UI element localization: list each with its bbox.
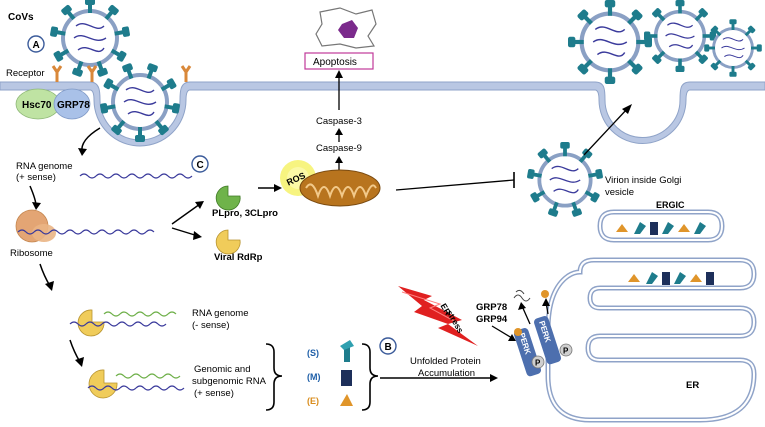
m-protein-icon (341, 370, 352, 386)
panel-c-badge: C (191, 155, 209, 173)
released-virion-2 (644, 0, 716, 72)
ribosome-icon (15, 209, 56, 243)
grp78-chaperone-label: GRP78 (476, 302, 507, 313)
released-chaperone-icon (513, 289, 531, 302)
rna-genome-minus-label-2: (- sense) (192, 320, 229, 331)
panel-b-badge: B (379, 337, 397, 355)
svg-text:A: A (33, 40, 40, 51)
rna-strand-minus-blue (69, 321, 167, 327)
rna-genome-plus-label-2: (+ sense) (16, 172, 56, 183)
apoptotic-cell-icon (315, 7, 377, 49)
grp78-bound-icon (514, 290, 549, 336)
e-protein-icon (340, 394, 353, 406)
genomic-label-3: (+ sense) (194, 388, 234, 399)
svg-text:B: B (385, 342, 392, 353)
rna-strand-minus-green (103, 311, 177, 317)
rdrp-replicating-minus (77, 309, 105, 337)
genomic-label-1: Genomic and (194, 364, 251, 375)
perk-receptor-2: PERK (534, 316, 562, 365)
cov-virion-incoming (49, 0, 131, 78)
svg-text:GRP78: GRP78 (57, 100, 90, 111)
receptor-icon (51, 65, 192, 82)
plpro-3clpro-icon (215, 185, 241, 211)
er-proteins (628, 272, 714, 285)
svg-text:P: P (535, 359, 541, 368)
apoptosis-box: Apoptosis (304, 52, 374, 70)
virion-golgi-label-1: Virion inside Golgi (605, 175, 681, 186)
inhibit-line (395, 179, 515, 191)
plpro-label: PLpro, 3CLpro (212, 208, 278, 219)
ribosome-label: Ribosome (10, 248, 53, 259)
e-protein-label: (E) (307, 396, 319, 406)
grp78-protein: GRP78 (53, 88, 91, 120)
endocytosed-virion (99, 62, 181, 142)
rna-strand-genomic-blue (87, 385, 185, 391)
bracket-left (265, 343, 283, 411)
s-protein-label: (S) (307, 348, 319, 358)
rna-strand-genomic-green (115, 373, 181, 379)
caspase9-label: Caspase-9 (316, 143, 362, 154)
bracket-right (361, 343, 379, 411)
phospho-badge-1: P (531, 355, 545, 369)
rdrp-replicating-plus (88, 369, 118, 399)
svg-text:C: C (197, 160, 204, 171)
er-stress-bolt-icon (398, 286, 478, 346)
er-label: ER (686, 380, 699, 391)
svg-text:P: P (563, 347, 569, 356)
ergic-label: ERGIC (656, 200, 685, 210)
covs-label: CoVs (8, 12, 34, 23)
rna-strand-ribosome (17, 229, 155, 235)
unfolded-label-2: Accumulation (418, 368, 475, 379)
er-compartment (545, 257, 757, 423)
panel-a-badge: A (27, 35, 45, 53)
released-virion-1 (568, 0, 652, 84)
grp94-label: GRP94 (476, 314, 508, 325)
rdrp-label: Viral RdRp (214, 252, 263, 263)
ergic-compartment (597, 209, 725, 243)
released-virion-3 (704, 19, 762, 77)
genomic-label-2: subgenomic RNA (192, 376, 267, 387)
arrow-to-exocytosis (583, 107, 629, 156)
hsc70-protein: Hsc70 (15, 88, 61, 120)
viral-rdrp-icon (215, 229, 241, 255)
rna-strand-plus (79, 173, 193, 179)
ergic-proteins (616, 222, 706, 235)
caspase3-label: Caspase-3 (316, 116, 362, 127)
unfolded-label-1: Unfolded Protein (410, 356, 481, 367)
receptor-label: Receptor (6, 68, 45, 79)
s-protein-icon (340, 340, 354, 362)
svg-text:Hsc70: Hsc70 (22, 100, 52, 111)
rna-genome-plus-label-1: RNA genome (16, 161, 73, 172)
cell-membrane (0, 81, 765, 147)
m-protein-label: (M) (307, 372, 321, 382)
svg-text:Apoptosis: Apoptosis (313, 57, 357, 68)
phospho-badge-2: P (559, 343, 573, 357)
virion-golgi-label-2: vesicle (605, 187, 634, 198)
mitochondrion-icon (299, 169, 381, 207)
rna-genome-minus-label-1: RNA genome (192, 308, 249, 319)
golgi-vesicle-virion (526, 142, 604, 218)
